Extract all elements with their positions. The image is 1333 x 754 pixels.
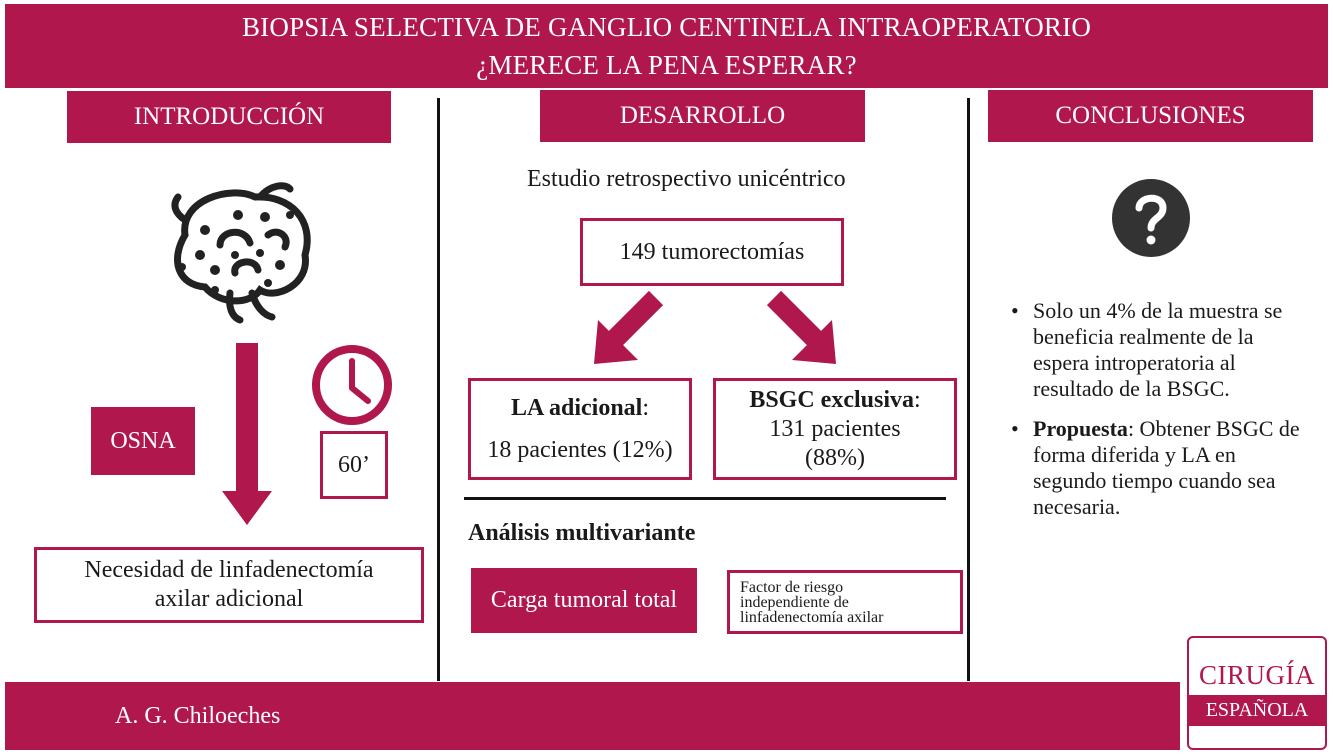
page-header: BIOPSIA SELECTIVA DE GANGLIO CENTINELA I… (5, 4, 1328, 88)
osna-label: OSNA (91, 407, 195, 475)
question-circle-icon (1112, 179, 1190, 257)
total-label: 149 tumorectomías (619, 238, 805, 265)
logo-line-1: CIRUGÍA (1199, 660, 1315, 690)
page-footer: A. G. Chiloeches (5, 682, 1180, 750)
title-line-2: ¿MERECE LA PENA ESPERAR? (476, 50, 857, 80)
bsgc-exclusiva-heading: BSGC exclusiva: (749, 386, 920, 415)
result-line-2: axilar adicional (154, 586, 304, 612)
section-title-conclusiones: CONCLUSIONES (988, 90, 1313, 142)
factor-note-box: Factor de riesgo independiente de linfad… (727, 570, 963, 634)
down-arrow-icon (222, 343, 272, 525)
factor-note-line-3: linfadenectomía axilar (740, 608, 884, 626)
bsgc-exclusiva-suffix: : (914, 386, 921, 413)
divider-left (437, 98, 440, 681)
author-name: A. G. Chiloeches (115, 702, 281, 729)
bsgc-exclusiva-box: BSGC exclusiva: 131 pacientes (88%) (713, 378, 957, 480)
conclusions-list: Solo un 4% de la muestra se beneficia re… (1011, 298, 1311, 534)
conclusion-bullet-2-text: : Obtener BSGC de forma diferida y LA en… (1033, 416, 1300, 519)
la-adicional-suffix: : (642, 394, 650, 421)
section-title-desarrollo: DESARROLLO (540, 90, 865, 142)
factor-note-line-2: independiente de (740, 593, 849, 611)
conclusion-bullet-1: Solo un 4% de la muestra se beneficia re… (1011, 298, 1311, 402)
factor-label: Carga tumoral total (471, 568, 697, 633)
la-adicional-box: LA adicional: 18 pacientes (12%) (468, 378, 692, 480)
factor-note-line-1: Factor de riesgo (740, 578, 844, 596)
bsgc-exclusiva-bold: BSGC exclusiva (749, 386, 914, 413)
bsgc-exclusiva-detail-2: (88%) (805, 444, 865, 471)
la-adicional-detail: 18 pacientes (12%) (487, 436, 673, 463)
analysis-title: Análisis multivariante (468, 520, 696, 546)
clock-icon (312, 345, 392, 425)
total-box: 149 tumorectomías (580, 218, 844, 286)
conclusion-bullet-2: Propuesta: Obtener BSGC de forma diferid… (1011, 416, 1311, 520)
result-line-1: Necesidad de linfadenectomía (84, 557, 374, 583)
journal-logo: CIRUGÍA ESPAÑOLA (1187, 636, 1327, 750)
title-line-1: BIOPSIA SELECTIVA DE GANGLIO CENTINELA I… (241, 12, 1092, 42)
result-box: Necesidad de linfadenectomía axilar adic… (34, 547, 424, 623)
logo-line-2: ESPAÑOLA (1189, 695, 1325, 726)
lymph-node-icon (171, 182, 311, 324)
divider-right (967, 98, 970, 681)
conclusion-bullet-2-bold: Propuesta (1033, 416, 1128, 441)
arrow-down-right-icon (766, 290, 836, 364)
section-title-introduccion: INTRODUCCIÓN (67, 91, 391, 143)
la-adicional-bold: LA adicional (510, 394, 643, 421)
la-adicional-heading: LA adicional: (511, 394, 649, 423)
desarrollo-separator (464, 497, 946, 500)
arrow-down-left-icon (594, 290, 664, 364)
bsgc-exclusiva-detail-1: 131 pacientes (769, 415, 901, 442)
time-box: 60’ (320, 431, 388, 499)
study-type: Estudio retrospectivo unicéntrico (527, 166, 846, 192)
time-label: 60’ (338, 451, 370, 478)
conclusion-bullet-1-text: Solo un 4% de la muestra se beneficia re… (1033, 298, 1283, 401)
